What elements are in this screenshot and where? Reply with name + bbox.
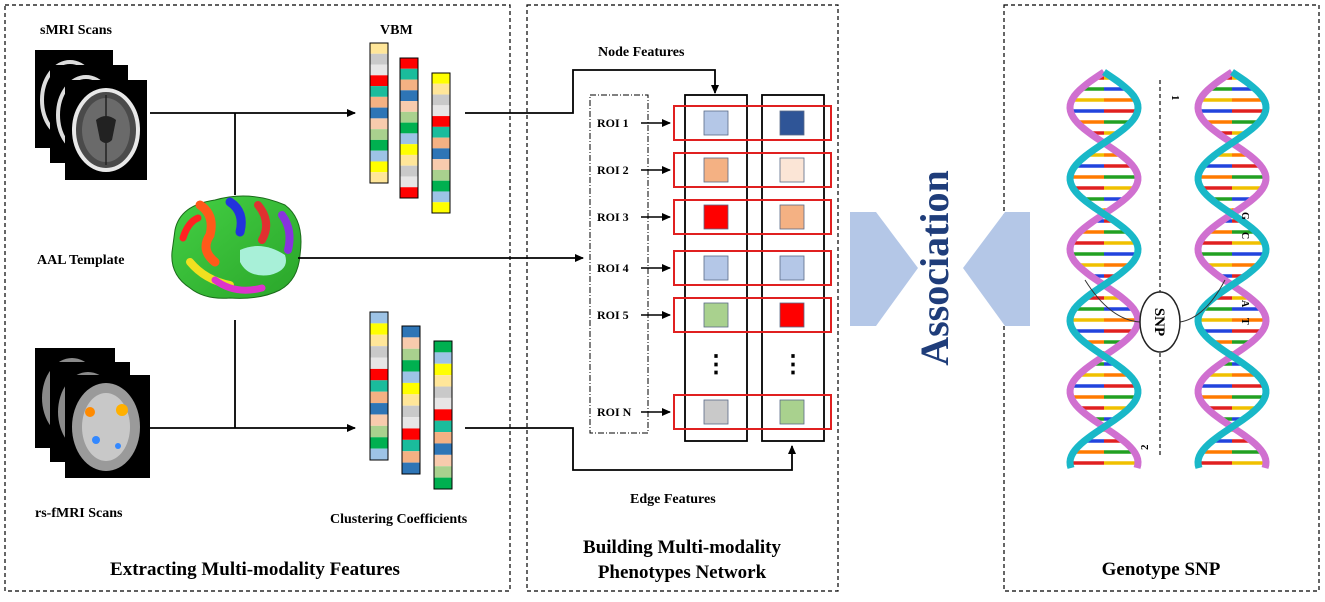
strand-num-bottom: 2	[1139, 444, 1151, 450]
panel-network	[526, 4, 839, 592]
base-letter-a: A	[1239, 300, 1250, 308]
roi-row: ROI 2	[597, 152, 832, 188]
edge-features-label: Edge Features	[630, 492, 716, 507]
association-arrow-right	[963, 212, 1030, 326]
rsfmri-scan-stack	[35, 348, 150, 478]
edge-feature-cell	[779, 157, 805, 183]
roi-highlight-box	[673, 297, 832, 333]
smri-scan-stack	[35, 50, 147, 180]
node-feature-cell	[703, 302, 729, 328]
cc-bar-3	[433, 340, 453, 490]
roi-highlight-box	[673, 152, 832, 188]
snp-marker: SNP	[1084, 279, 1226, 353]
vbm-bar-3	[431, 72, 451, 214]
node-feature-column	[684, 94, 748, 442]
snp-label: SNP	[1151, 308, 1167, 336]
vbm-label: VBM	[380, 23, 413, 38]
vbm-bar-1	[369, 42, 389, 184]
dna-helices	[1066, 69, 1270, 469]
association-label: Association	[912, 170, 957, 366]
roi-highlight-box	[673, 105, 832, 141]
vbm-feature-bars	[369, 42, 451, 214]
base-letter-c: C	[1239, 232, 1250, 239]
panel-extract	[4, 4, 511, 592]
network-title-line2: Phenotypes Network	[598, 562, 767, 583]
base-letter-g: G	[1239, 212, 1250, 220]
ellipsis-col2: ⋮	[781, 352, 805, 378]
edge-feature-cell	[779, 302, 805, 328]
dna-helix-left	[1066, 69, 1142, 469]
aal-label: AAL Template	[37, 253, 125, 268]
network-title-line1: Building Multi-modality	[583, 537, 781, 558]
node-feature-cell	[703, 255, 729, 281]
roi-label: ROI 2	[597, 163, 629, 177]
roi-label: ROI 3	[597, 210, 629, 224]
extract-connectors	[150, 109, 584, 432]
base-letter-t: T	[1239, 318, 1250, 325]
ellipsis-col1: ⋮	[704, 352, 728, 378]
cc-bar-2	[401, 325, 421, 475]
strand-num-top: 1	[1169, 95, 1181, 101]
vbm-bar-2	[399, 57, 419, 199]
roi-rows: ROI 1 ROI 2 ROI 3 ROI 4 ROI 5 ROI N	[597, 105, 832, 430]
roi-highlight-box	[673, 199, 832, 235]
aal-brain-image	[171, 195, 302, 299]
node-feature-cell	[703, 399, 729, 425]
node-feature-cell	[703, 110, 729, 136]
roi-label: ROI 5	[597, 308, 629, 322]
roi-highlight-box	[673, 394, 832, 430]
roi-label: ROI 1	[597, 116, 629, 130]
roi-row: ROI N	[597, 394, 832, 430]
edge-feature-cell	[779, 110, 805, 136]
edge-feature-cell	[779, 255, 805, 281]
roi-row: ROI 3	[597, 199, 832, 235]
roi-row: ROI 4	[597, 250, 832, 286]
roi-row: ROI 5	[597, 297, 832, 333]
smri-label: sMRI Scans	[40, 23, 113, 38]
dna-helix-right	[1194, 69, 1270, 469]
cc-bar-1	[369, 311, 389, 461]
roi-label: ROI N	[597, 405, 632, 419]
edge-feature-cell	[779, 204, 805, 230]
clustering-coefficient-bars	[369, 311, 453, 490]
genotype-title: Genotype SNP	[1102, 559, 1221, 580]
roi-highlight-box	[673, 250, 832, 286]
node-feature-cell	[703, 157, 729, 183]
extract-title: Extracting Multi-modality Features	[110, 559, 400, 580]
network-connectors	[465, 69, 796, 471]
roi-label: ROI 4	[597, 261, 629, 275]
roi-row: ROI 1	[597, 105, 832, 141]
association-arrow-left	[850, 212, 918, 326]
edge-feature-column	[761, 94, 825, 442]
node-features-label: Node Features	[598, 45, 685, 60]
rsfmri-label: rs-fMRI Scans	[35, 506, 123, 521]
cc-label: Clustering Coefficients	[330, 512, 468, 527]
node-feature-cell	[703, 204, 729, 230]
edge-feature-cell	[779, 399, 805, 425]
